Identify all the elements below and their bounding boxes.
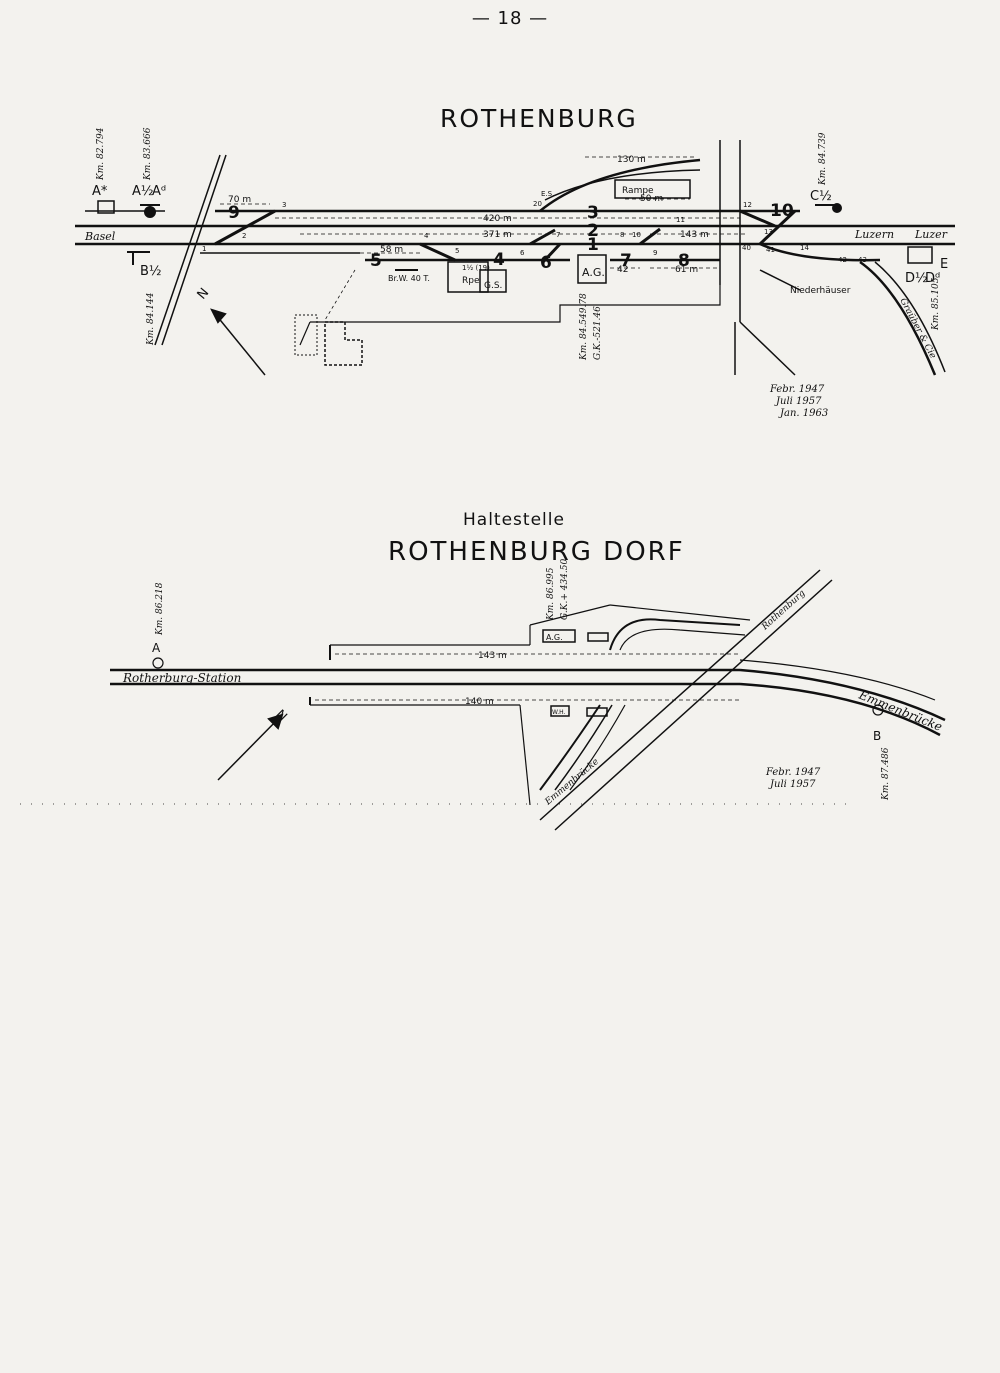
track-number-7: 7 <box>620 251 632 271</box>
switch-8: 8 <box>620 231 624 239</box>
track-diagram-rothenburg-dorf <box>20 569 946 831</box>
signal-d-half: D½ <box>905 271 928 286</box>
switch-1: 1 <box>202 245 206 253</box>
length-61m: 61 m <box>675 265 698 275</box>
place-luzer: Luzer <box>914 228 948 241</box>
signal-c-half: C½ <box>810 189 832 204</box>
signal-bottom-b: B <box>873 729 881 743</box>
label-small: 1½ (19) <box>462 264 490 272</box>
gk-mark: G.K.-521.46 <box>593 306 603 360</box>
switch-5: 5 <box>455 247 459 255</box>
track-number-1: 1 <box>587 235 599 255</box>
switch-12: 12 <box>743 201 752 209</box>
page-number: — 18 — <box>471 8 549 29</box>
track-number-5: 5 <box>370 251 382 271</box>
switch-3: 3 <box>282 201 286 209</box>
signal-a-half: A½ <box>132 184 154 199</box>
length-bottom-140m: 140 m <box>465 697 494 707</box>
road-rothenburg: Rothenburg <box>760 588 808 633</box>
length-371m: 371 m <box>483 230 512 240</box>
date-1: Febr. 1947 <box>769 384 825 395</box>
length-bottom-143m: 143 m <box>478 651 507 661</box>
label-rampe: Rampe <box>622 186 654 196</box>
date-bottom-2: Juli 1957 <box>768 779 816 790</box>
switch-6: 6 <box>520 249 525 257</box>
diagram-bottom-title: ROTHENBURG DORF <box>388 537 685 567</box>
length-70m: 70 m <box>228 195 251 205</box>
label-goods-shed: G.S. <box>484 281 502 291</box>
km-mark-84549: Km. 84.549.78 <box>579 293 589 361</box>
signal-e: E <box>940 257 948 272</box>
label-niederhaeuser: Niederhäuser <box>790 286 851 296</box>
switch-2: 2 <box>242 232 246 240</box>
switch-14: 14 <box>800 244 809 252</box>
km-mark-82794: Km. 82.794 <box>96 127 106 181</box>
diagram-top-title: ROTHENBURG <box>440 104 638 133</box>
length-50m: 50 m <box>640 194 663 204</box>
km-mark-85105: Km. 85.105 <box>931 277 941 331</box>
track-number-4: 4 <box>493 250 505 270</box>
length-130m: 130 m <box>617 155 646 165</box>
track-number-10: 10 <box>770 201 794 221</box>
km-mark-83666: Km. 83.666 <box>143 127 153 181</box>
track-number-2: 2 <box>587 221 599 241</box>
km-bottom-86995: Km. 86.995 <box>546 567 556 621</box>
switch-11: 11 <box>676 216 685 224</box>
switch-20: 20 <box>533 200 542 208</box>
switch-10: 10 <box>632 231 641 239</box>
label-bottom-station: A.G. <box>546 633 563 642</box>
north-label-top: N <box>195 285 213 302</box>
km-mark-84739: Km. 84.739 <box>818 132 828 186</box>
switch-40: 40 <box>742 244 751 252</box>
signal-b-half: B½ <box>140 264 162 279</box>
signal-a: A* <box>92 184 108 199</box>
label-station-ag: A.G. <box>582 266 605 279</box>
north-arrow-top <box>211 309 266 376</box>
length-58m: 58 m <box>380 245 403 255</box>
length-42: 42 <box>617 265 628 275</box>
signal-a-d: Aᵈ <box>152 184 166 199</box>
place-luzern: Luzern <box>854 228 894 241</box>
switch-13: 13 <box>764 228 773 236</box>
km-mark-84144: Km. 84.144 <box>146 292 156 346</box>
label-rpe: Rpe <box>462 276 480 286</box>
length-143m: 143 m <box>680 230 709 240</box>
label-es: E.S. <box>541 190 554 198</box>
switch-43: 43 <box>858 256 867 264</box>
km-bottom-86218: Km. 86.218 <box>155 582 165 636</box>
road-emmenbruecke: Emmenbrücke <box>543 757 601 808</box>
switch-7: 7 <box>556 231 560 239</box>
track-number-3: 3 <box>587 203 599 223</box>
km-bottom-87486: Km. 87.486 <box>881 747 891 801</box>
gk-bottom: G.K.+ 434.50 <box>560 559 570 620</box>
switch-42: 42 <box>838 256 847 264</box>
track-number-6: 6 <box>540 253 552 273</box>
label-weigh-bridge: Br.W. 40 T. <box>388 274 430 283</box>
label-bottom-wh: W.H. <box>552 709 566 716</box>
signal-bottom-a: A <box>152 641 161 655</box>
length-420m: 420 m <box>483 214 512 224</box>
switch-9: 9 <box>653 249 657 257</box>
switch-4: 4 <box>424 232 429 240</box>
place-emmenbruecke: Emmenbrücke <box>856 687 944 734</box>
date-2: Juli 1957 <box>774 396 822 407</box>
date-bottom-1: Febr. 1947 <box>765 767 821 778</box>
place-basel: Basel <box>84 230 116 243</box>
signal-d-d: Dᵈ <box>925 271 940 286</box>
switch-41: 41 <box>766 246 775 254</box>
diagram-bottom-subtitle: Haltestelle <box>463 510 565 530</box>
track-number-9: 9 <box>228 203 240 223</box>
track-number-8: 8 <box>678 251 690 271</box>
date-3: Jan. 1963 <box>778 408 828 419</box>
place-rotherburg-station: Rotherburg-Station <box>122 671 241 685</box>
